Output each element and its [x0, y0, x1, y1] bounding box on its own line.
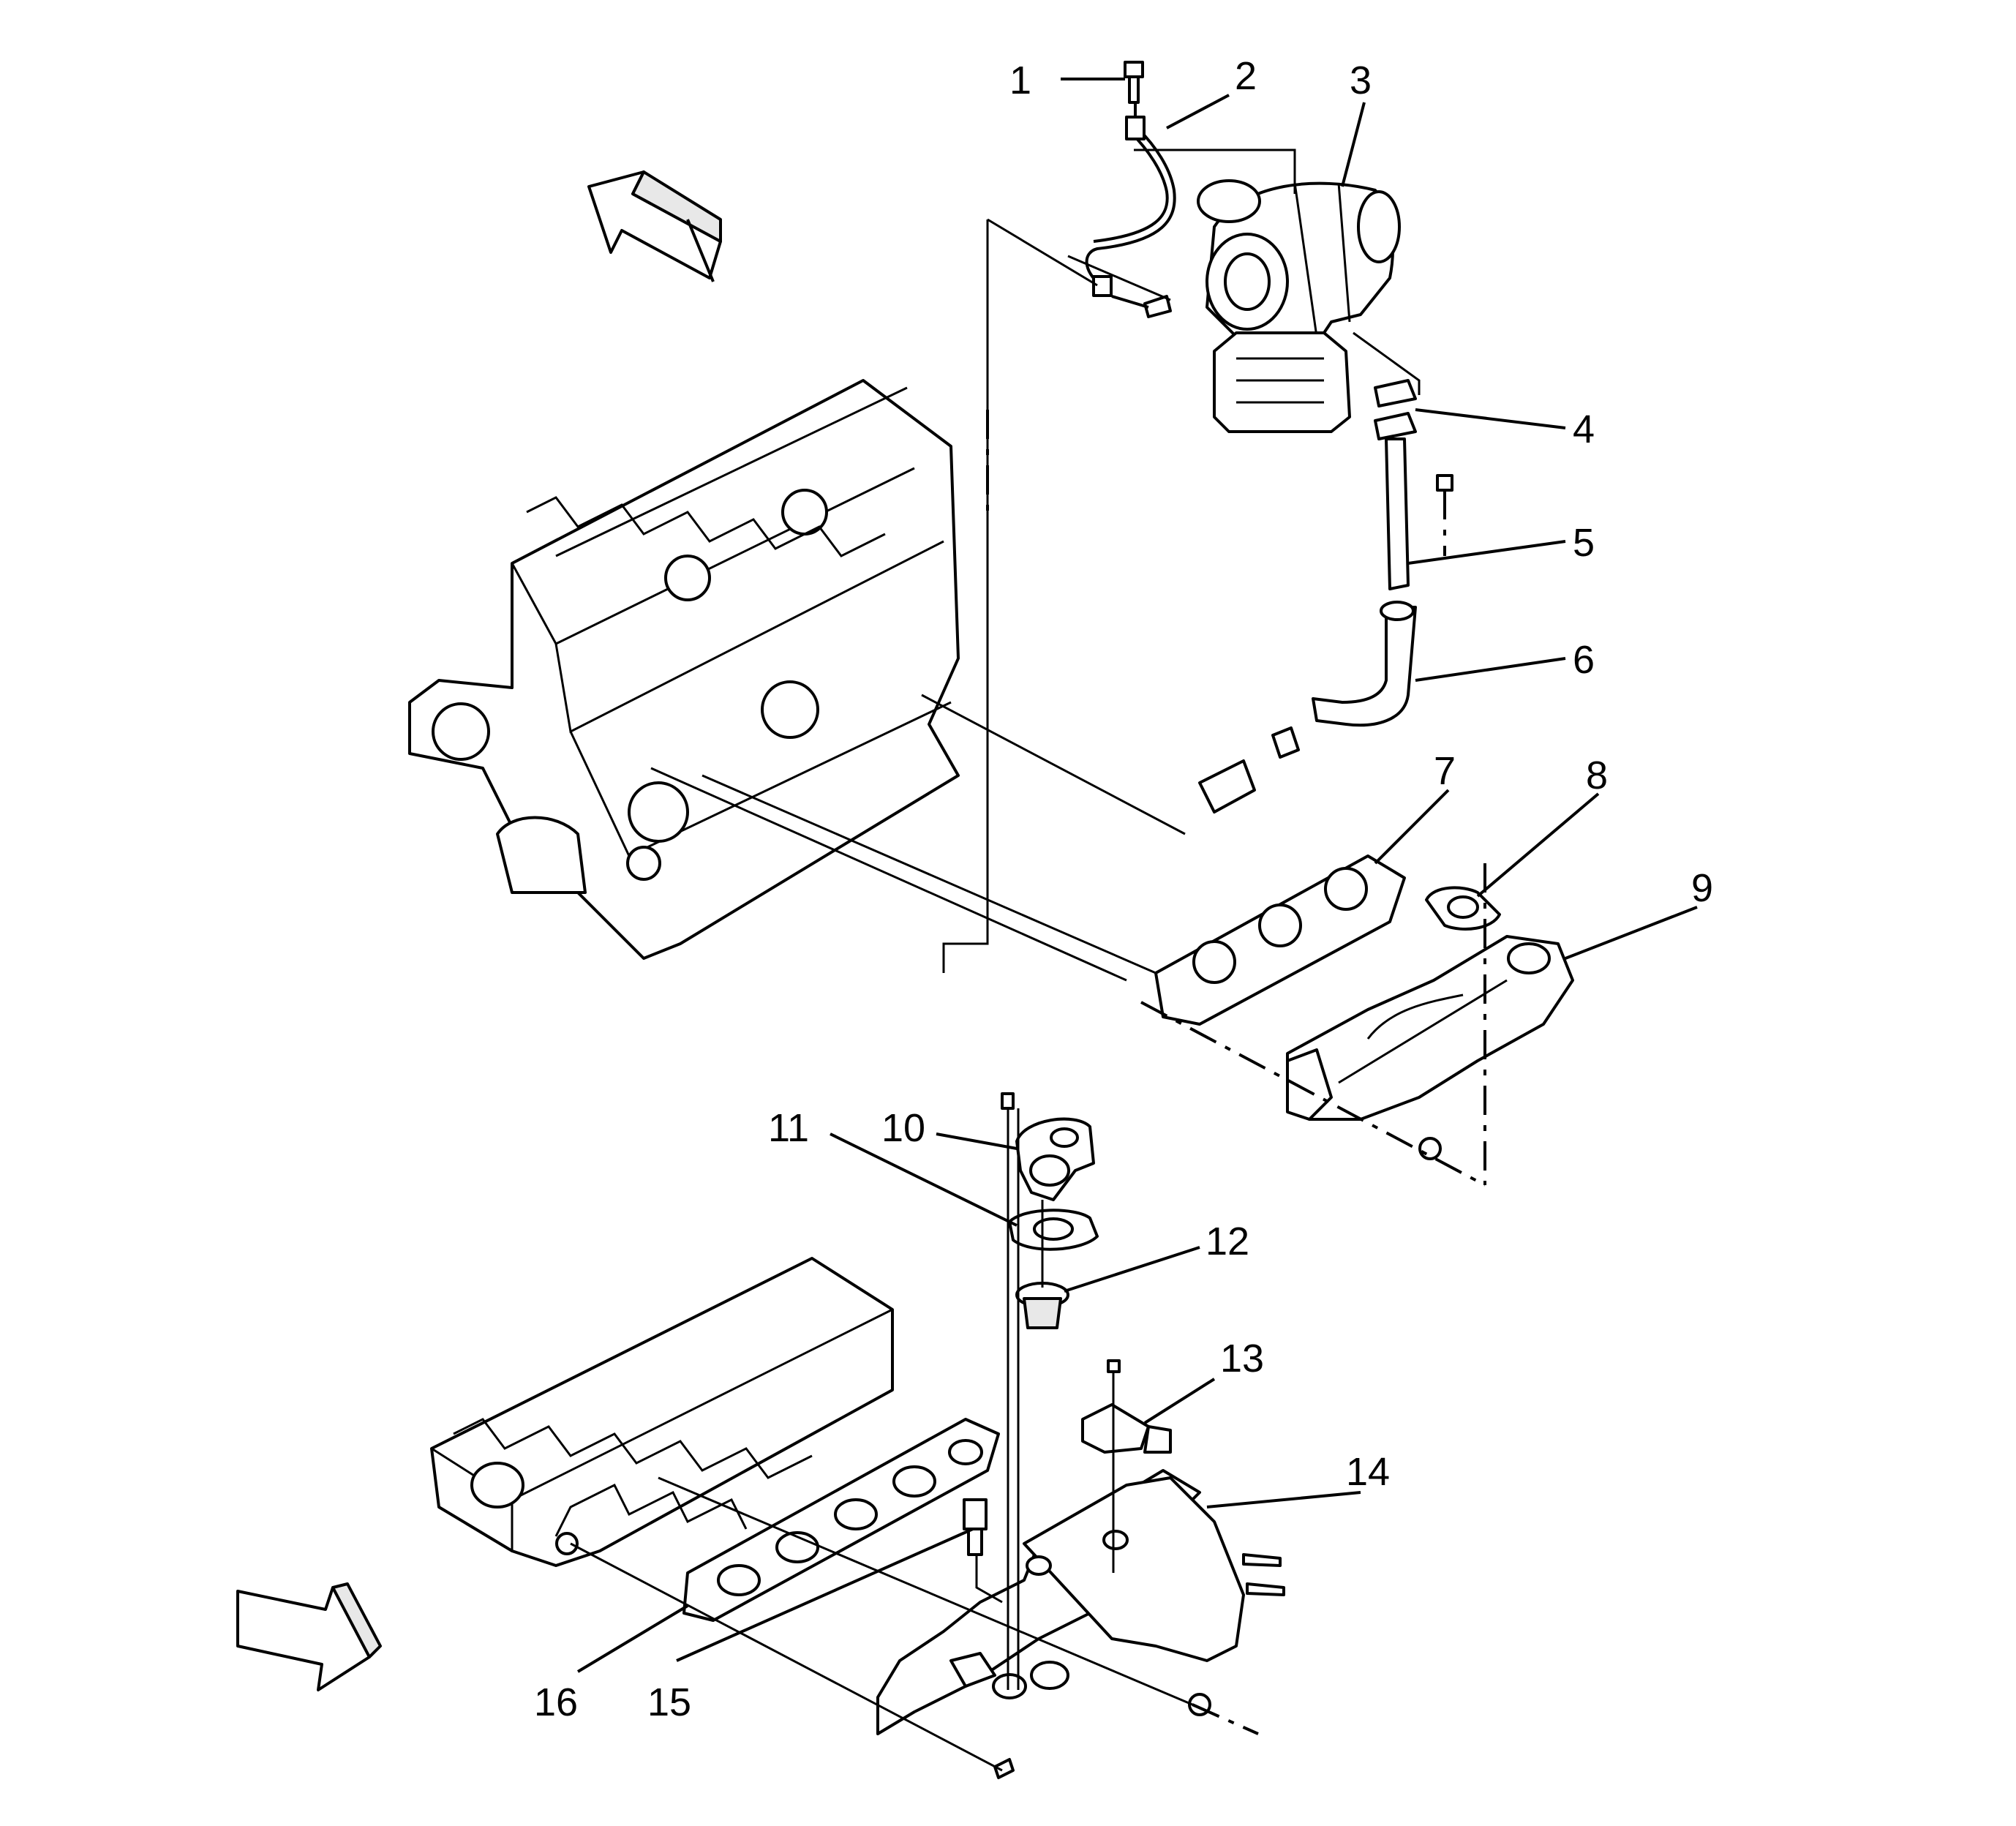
callout-8: 8 — [1586, 754, 1608, 797]
callout-7: 7 — [1434, 749, 1456, 793]
callout-9: 9 — [1691, 866, 1713, 910]
callout-10: 10 — [881, 1106, 925, 1150]
callout-2: 2 — [1235, 54, 1257, 98]
thermostat-housing-bolt — [1001, 1092, 1015, 1110]
callout-6: 6 — [1573, 638, 1595, 682]
callout-leaders — [576, 78, 1698, 1673]
hose-clamp — [1271, 726, 1300, 759]
callout-15: 15 — [647, 1680, 691, 1724]
thermostat-gasket — [1008, 1209, 1099, 1251]
oil-return-hose — [1312, 601, 1417, 727]
engine-block-upper — [408, 379, 960, 960]
callout-3: 3 — [1350, 59, 1372, 102]
map-sensor — [1081, 1403, 1172, 1454]
assembly-lines-lower — [570, 1108, 1259, 1772]
exhaust-manifold — [1286, 935, 1574, 1121]
callout-4: 4 — [1573, 407, 1595, 451]
oil-return-gasket — [1374, 379, 1417, 440]
manifold-nut — [1418, 1137, 1442, 1160]
intake-manifold — [876, 1469, 1285, 1735]
callout-11: 11 — [768, 1106, 809, 1150]
return-pipe-bolt — [1436, 474, 1453, 556]
callout-5: 5 — [1573, 521, 1595, 565]
front-arrow-top-icon — [587, 170, 722, 282]
banjo-bolt-lower — [1111, 295, 1172, 318]
exhaust-manifold-gasket — [1154, 854, 1406, 1026]
thermostat — [1015, 1282, 1069, 1329]
hose-fitting — [1198, 759, 1256, 814]
assembly-lines-upper — [650, 149, 1486, 1187]
oil-feed-pipe — [1085, 116, 1176, 297]
turbocharger — [1197, 179, 1401, 433]
callout-1: 1 — [1009, 59, 1031, 102]
intake-manifold-gasket — [682, 1418, 1000, 1622]
callout-numbers: 1 2 3 4 5 6 7 8 9 10 11 12 13 14 15 16 — [534, 54, 1713, 1724]
callout-13: 13 — [1220, 1337, 1264, 1380]
oil-return-pipe — [1385, 437, 1410, 590]
coolant-temperature-sensor — [963, 1498, 988, 1556]
callout-16: 16 — [534, 1680, 578, 1724]
thermostat-housing — [1015, 1117, 1095, 1201]
callout-12: 12 — [1206, 1220, 1249, 1263]
turbo-to-manifold-gasket — [1425, 886, 1501, 931]
front-arrow-bottom-icon — [236, 1582, 382, 1691]
cylinder-head-lower — [430, 1257, 894, 1567]
callout-14: 14 — [1346, 1450, 1390, 1494]
banjo-bolt-top — [1124, 61, 1144, 104]
map-sensor-bolt — [1107, 1359, 1121, 1373]
manifold-bolt-lower — [993, 1758, 1015, 1779]
